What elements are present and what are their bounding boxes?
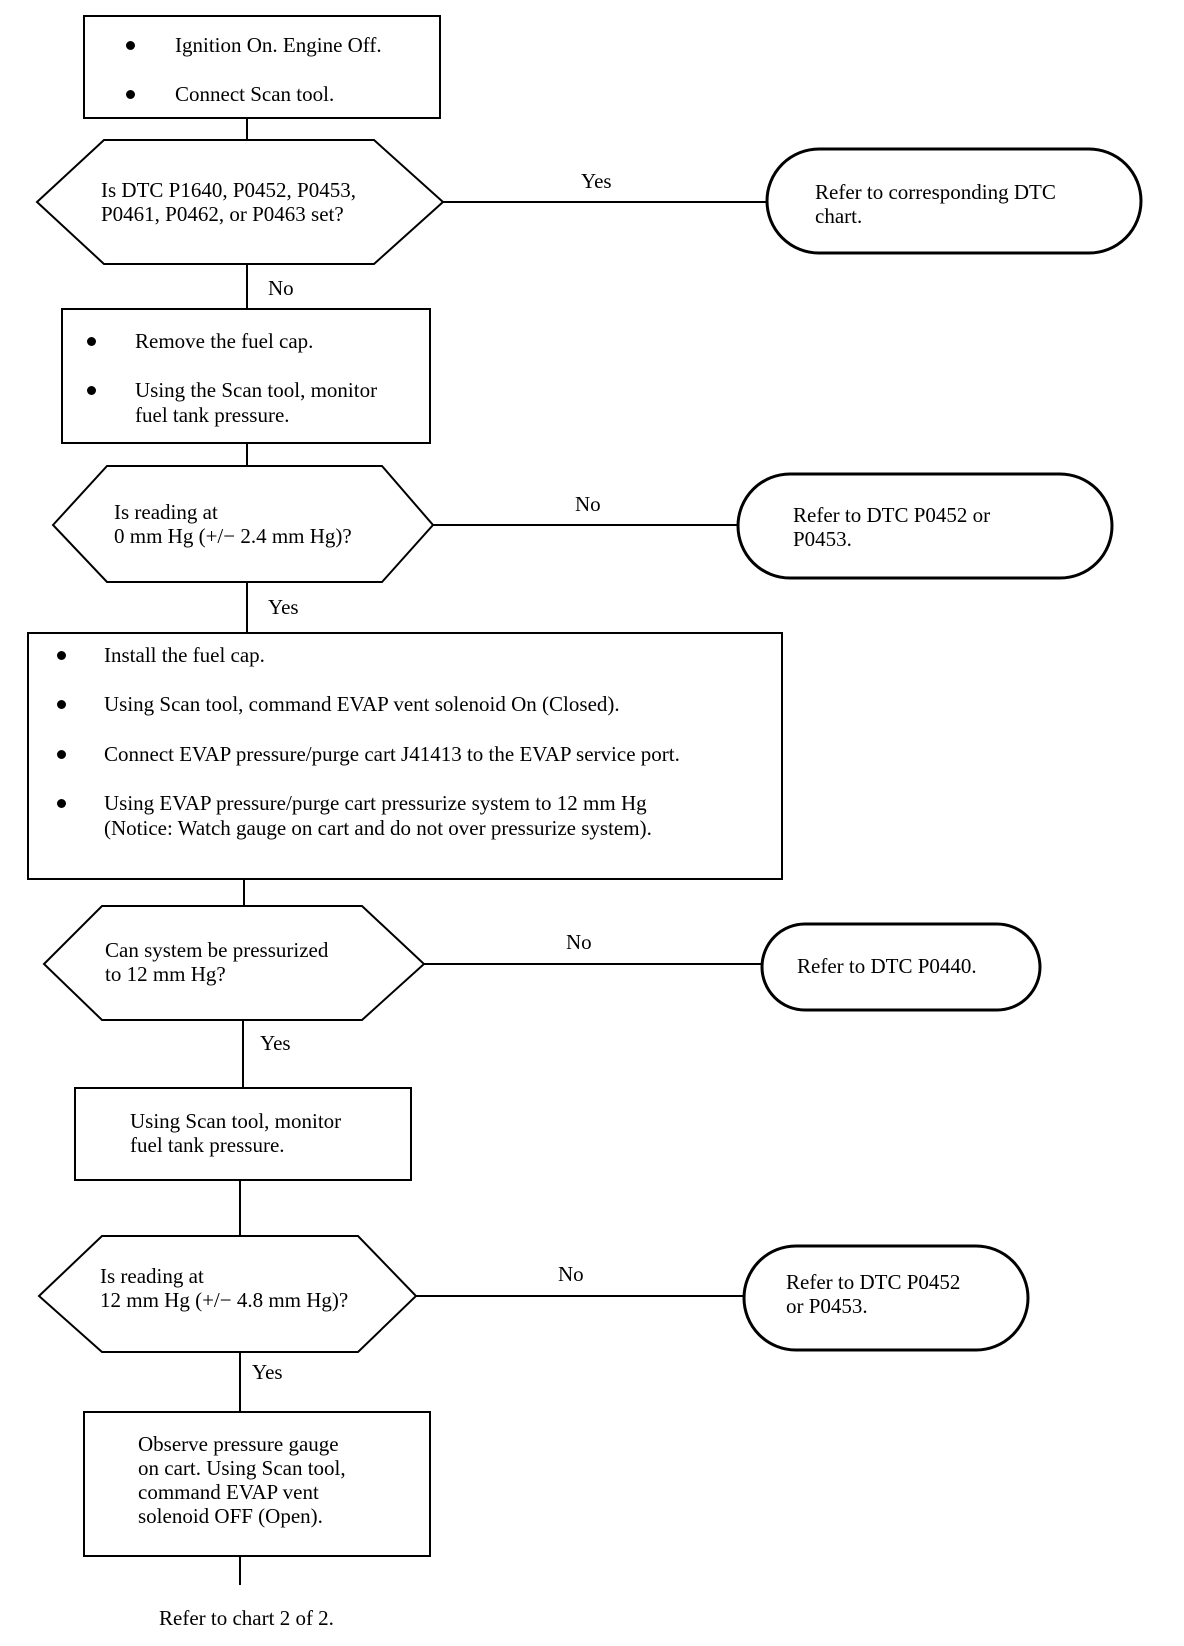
step2-item-1: Remove the fuel cap. xyxy=(135,329,314,353)
term1-line-1: Refer to corresponding DTC xyxy=(815,180,1056,204)
decision1-line-2: P0461, P0462, or P0463 set? xyxy=(101,202,344,226)
step1-item-2: Connect Scan tool. xyxy=(175,82,335,106)
decision4-no-label: No xyxy=(558,1262,584,1286)
step1-item-1: Ignition On. Engine Off. xyxy=(175,33,382,57)
term4-line-2: or P0453. xyxy=(786,1294,868,1318)
step3-item-4-line-1: Using EVAP pressure/purge cart pressuriz… xyxy=(104,791,647,815)
decision4-line-1: Is reading at xyxy=(100,1264,204,1288)
decision2-no-label: No xyxy=(575,492,601,516)
term2-line-2: P0453. xyxy=(793,527,852,551)
step3-item-3: Connect EVAP pressure/purge cart J41413 … xyxy=(104,742,680,766)
bullet-icon xyxy=(57,750,66,759)
decision1-yes-label: Yes xyxy=(581,169,612,193)
step3-item-1: Install the fuel cap. xyxy=(104,643,265,667)
bullet-icon xyxy=(57,700,66,709)
step4-line-2: fuel tank pressure. xyxy=(130,1133,285,1157)
decision2-yes-label: Yes xyxy=(268,595,299,619)
step5-line-3: command EVAP vent xyxy=(138,1480,319,1504)
decision3-line-1: Can system be pressurized xyxy=(105,938,329,962)
bullet-icon xyxy=(126,90,135,99)
decision3-yes-label: Yes xyxy=(260,1031,291,1055)
decision1-no-label: No xyxy=(268,276,294,300)
bullet-icon xyxy=(126,41,135,50)
decision2-line-1: Is reading at xyxy=(114,500,218,524)
step5-box xyxy=(83,1411,431,1557)
decision3-shape xyxy=(42,905,426,1021)
term2-line-1: Refer to DTC P0452 or xyxy=(793,503,991,527)
step5-line-2: on cart. Using Scan tool, xyxy=(138,1456,346,1480)
decision3-no-label: No xyxy=(566,930,592,954)
bullet-icon xyxy=(57,799,66,808)
term4-line-1: Refer to DTC P0452 xyxy=(786,1270,961,1294)
step2-item-2-line-1: Using the Scan tool, monitor xyxy=(135,378,378,402)
step5-line-1: Observe pressure gauge xyxy=(138,1432,339,1456)
bullet-icon xyxy=(87,337,96,346)
decision3-line-2: to 12 mm Hg? xyxy=(105,962,226,986)
decision4-line-2: 12 mm Hg (+/− 4.8 mm Hg)? xyxy=(100,1288,349,1312)
term4-shape xyxy=(742,1244,1030,1352)
step1-box xyxy=(83,15,441,119)
term1-line-2: chart. xyxy=(815,204,863,228)
decision4-yes-label: Yes xyxy=(252,1360,283,1384)
term3-line-1: Refer to DTC P0440. xyxy=(797,954,977,978)
step3-item-2: Using Scan tool, command EVAP vent solen… xyxy=(104,692,620,716)
step5-line-4: solenoid OFF (Open). xyxy=(138,1504,323,1528)
step3-item-4-line-2: (Notice: Watch gauge on cart and do not … xyxy=(104,816,652,840)
decision2-line-2: 0 mm Hg (+/− 2.4 mm Hg)? xyxy=(114,524,352,548)
decision1-line-1: Is DTC P1640, P0452, P0453, xyxy=(101,178,356,202)
step4-line-1: Using Scan tool, monitor xyxy=(130,1109,342,1133)
step2-item-2-line-2: fuel tank pressure. xyxy=(135,403,290,427)
footer-note: Refer to chart 2 of 2. xyxy=(159,1606,334,1630)
step3-box xyxy=(27,632,783,880)
bullet-icon xyxy=(87,386,96,395)
term3-shape xyxy=(760,922,1042,1012)
bullet-icon xyxy=(57,651,66,660)
